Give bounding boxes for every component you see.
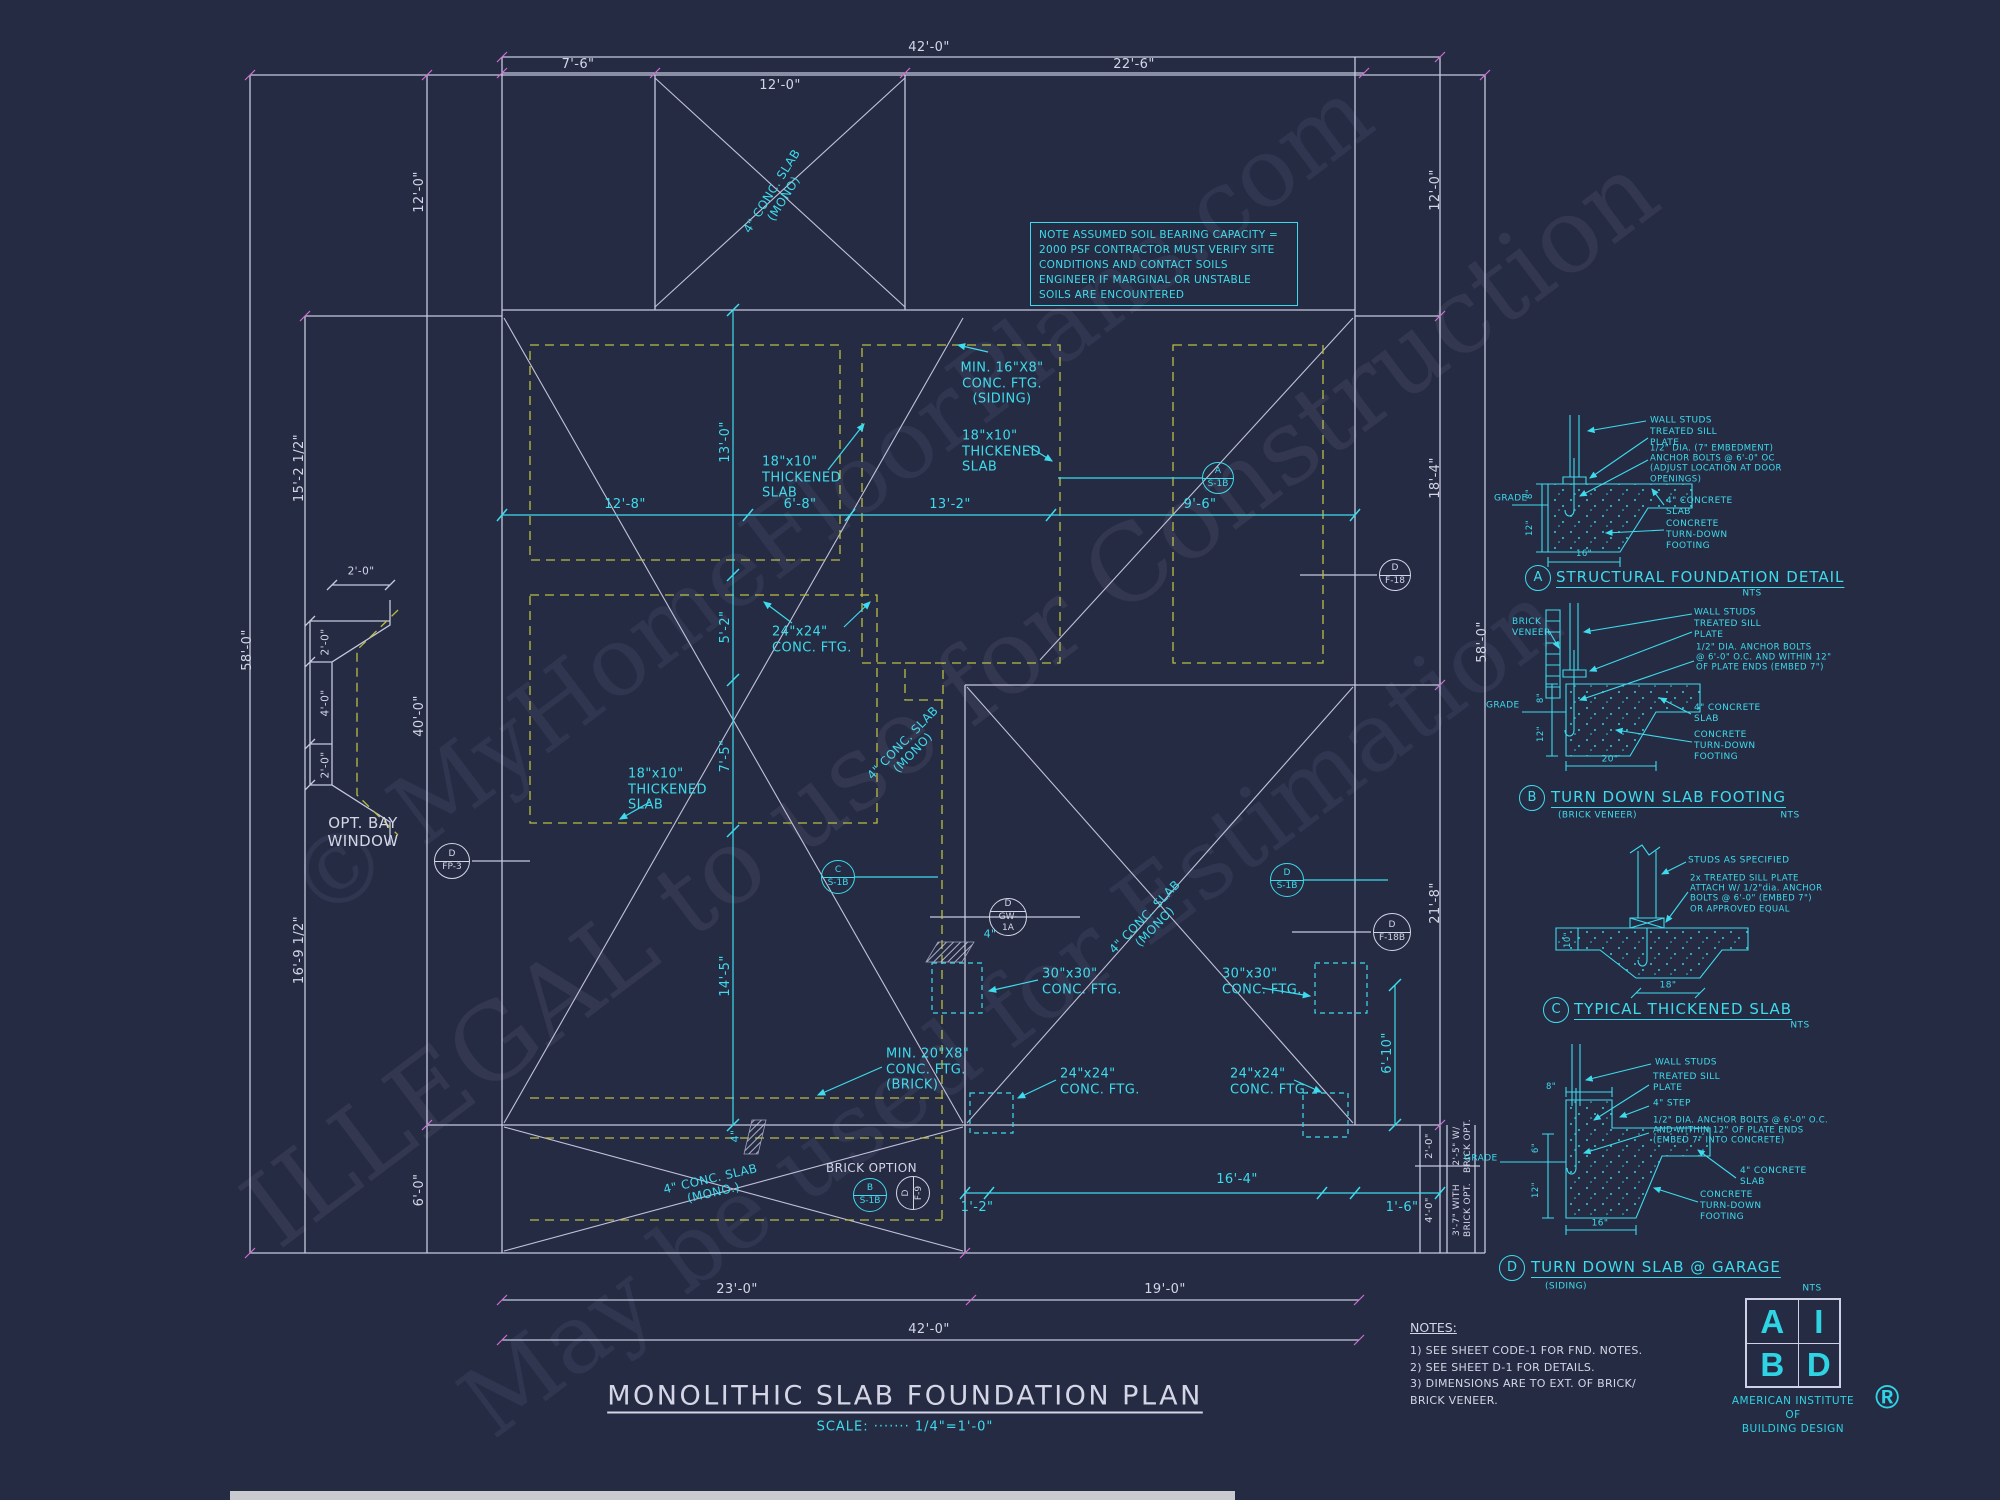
dimension-ticks: [244, 51, 1491, 1346]
plan-scale: SCALE: ······· 1/4"=1'-0": [816, 1419, 994, 1435]
notes-heading: NOTES:: [1410, 1320, 1457, 1335]
hatch-marks: [743, 941, 975, 1155]
aibd-logo-box: A I B D ®: [1745, 1298, 1899, 1415]
detail-c-section: [1555, 844, 1749, 999]
plan-title: MONOLITHIC SLAB FOUNDATION PLAN: [607, 1380, 1203, 1412]
cyan-dimension-lines: [496, 303, 1446, 1200]
aibd-logo: A I B D ® AMERICAN INSTITUTE OF BUILDING…: [1718, 1298, 1899, 1437]
logo-letter-d: D: [1797, 1343, 1839, 1386]
soil-bearing-note-box: NOTE ASSUMED SOIL BEARING CAPACITY = 200…: [1030, 222, 1298, 306]
leader-arrows: [618, 343, 1323, 1099]
bottom-strip: [230, 1491, 1235, 1500]
detail-a-section: [1512, 415, 1693, 567]
logo-letter-b: B: [1747, 1343, 1798, 1386]
logo-letter-i: I: [1797, 1300, 1839, 1343]
notes-body: 1) SEE SHEET CODE-1 FOR FND. NOTES. 2) S…: [1410, 1344, 1643, 1407]
footing-pads-dashed: [931, 962, 1368, 1138]
notes-block: NOTES: 1) SEE SHEET CODE-1 FOR FND. NOTE…: [1410, 1320, 1642, 1409]
detail-d-section: [1500, 1044, 1737, 1235]
detail-b-section: [1522, 603, 1701, 771]
logo-letter-a: A: [1760, 1302, 1785, 1340]
registered-mark: ®: [1875, 1378, 1900, 1415]
walls-and-dim-lines: [249, 56, 1486, 1341]
aibd-org-name: AMERICAN INSTITUTE OF BUILDING DESIGN: [1731, 1395, 1855, 1436]
